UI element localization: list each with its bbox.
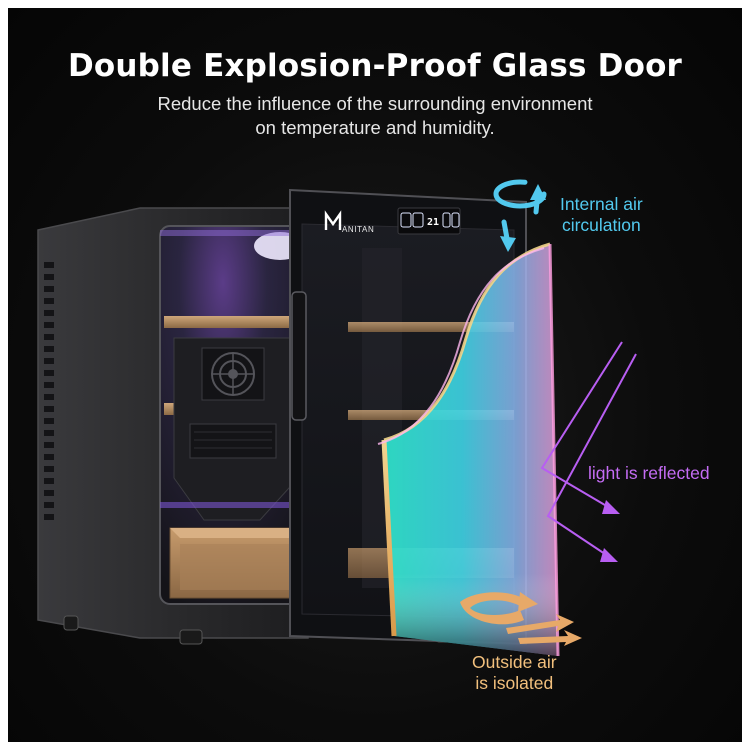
product-image-panel: Double Explosion-Proof Glass Door Reduce…	[8, 8, 742, 742]
brand-logo-text: ANITAN	[342, 225, 374, 234]
interior	[159, 225, 306, 605]
temperature-display: 21	[427, 217, 439, 228]
internal-air-line-1: Internal air	[560, 194, 643, 214]
control-panel: 21	[397, 207, 461, 235]
circulation-arrow-icon	[493, 179, 547, 252]
arrow-head-icon	[600, 548, 618, 562]
brand-logo: ANITAN	[324, 210, 374, 234]
subtitle: Reduce the influence of the surrounding …	[8, 92, 742, 140]
foot	[179, 629, 203, 645]
outside-air-line-2: is isolated	[475, 673, 554, 693]
outside-air-arrows	[460, 592, 582, 646]
explosion-proof-glass-layer	[377, 242, 560, 657]
arrow-head-icon	[602, 500, 620, 514]
temperature-icon	[451, 212, 460, 228]
outside-air-line-1: Outside air	[472, 652, 557, 672]
subtitle-line-2: on temperature and humidity.	[255, 117, 495, 138]
internal-air-line-2: circulation	[561, 215, 641, 235]
cabinet-illustration: ANITAN 21	[37, 179, 637, 657]
fan-unit	[173, 337, 299, 521]
humidity-icon	[442, 212, 451, 228]
power-icon	[400, 212, 412, 228]
headline: Double Explosion-Proof Glass Door	[67, 48, 683, 84]
outside-air-isolated-label: Outside air is isolated	[472, 652, 557, 694]
humidor-drawer	[169, 527, 301, 599]
internal-air-circulation-label: Internal air circulation	[560, 194, 643, 236]
shelf	[164, 316, 304, 328]
shelf-reflection	[348, 322, 514, 332]
door-handle	[291, 291, 307, 421]
foot	[63, 615, 79, 631]
side-vents	[44, 262, 54, 520]
subtitle-line-1: Reduce the influence of the surrounding …	[157, 93, 593, 114]
light-reflected-label: light is reflected	[588, 463, 710, 483]
reflected-light-arrows	[540, 341, 637, 562]
light-icon	[412, 212, 424, 228]
